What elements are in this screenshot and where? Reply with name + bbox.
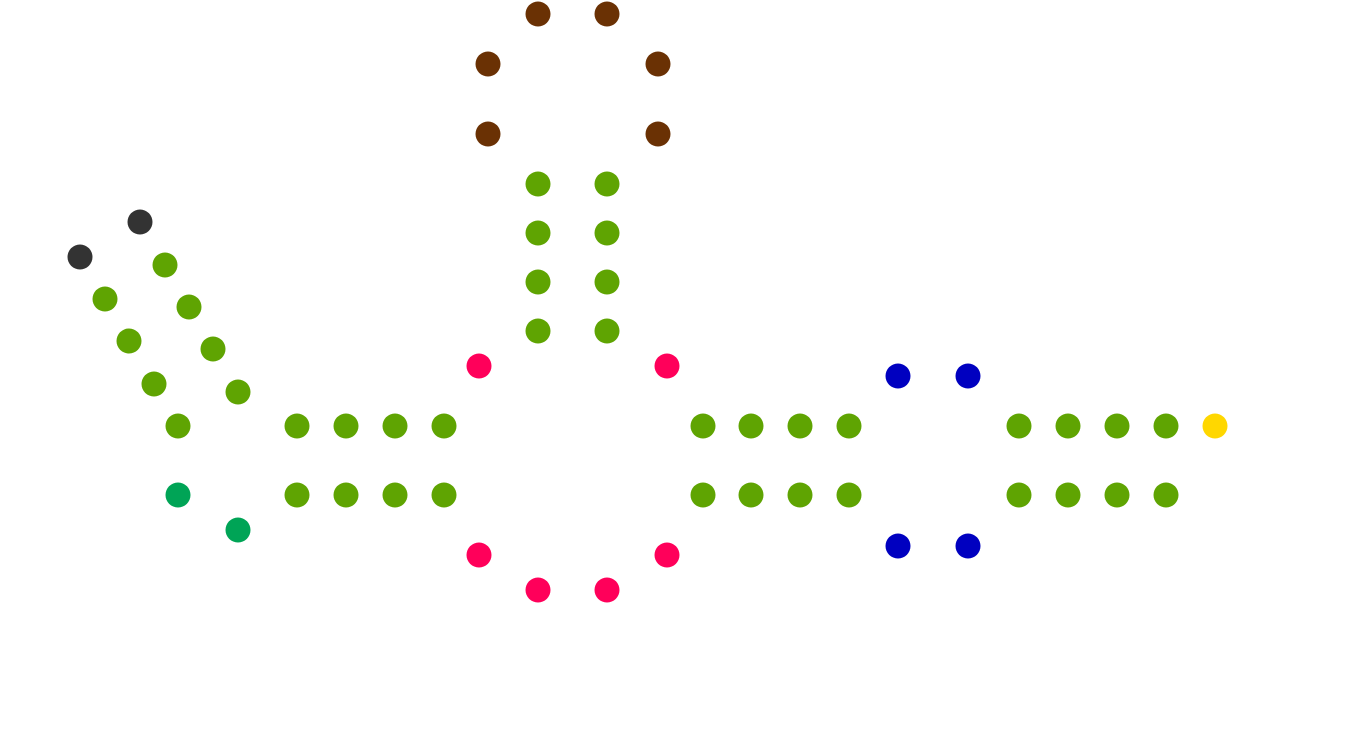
blue-peg[interactable]: [885, 533, 911, 559]
dark-gray-peg[interactable]: [127, 209, 153, 235]
track-hole[interactable]: [284, 482, 310, 508]
blue-peg[interactable]: [955, 533, 981, 559]
blue-peg[interactable]: [885, 363, 911, 389]
yellow-peg[interactable]: [1202, 413, 1228, 439]
track-hole[interactable]: [1055, 482, 1081, 508]
track-hole[interactable]: [525, 269, 551, 295]
track-hole[interactable]: [200, 336, 226, 362]
track-hole[interactable]: [1006, 413, 1032, 439]
track-hole[interactable]: [594, 269, 620, 295]
track-hole[interactable]: [525, 220, 551, 246]
red-peg[interactable]: [654, 353, 680, 379]
track-hole[interactable]: [1055, 413, 1081, 439]
track-hole[interactable]: [431, 413, 457, 439]
track-hole[interactable]: [284, 413, 310, 439]
track-hole[interactable]: [690, 482, 716, 508]
track-hole[interactable]: [836, 413, 862, 439]
track-hole[interactable]: [525, 171, 551, 197]
brown-peg[interactable]: [645, 51, 671, 77]
track-hole[interactable]: [92, 286, 118, 312]
brown-peg[interactable]: [594, 1, 620, 27]
brown-pegs: [475, 1, 671, 147]
red-peg[interactable]: [654, 542, 680, 568]
track-hole[interactable]: [1104, 413, 1130, 439]
red-peg[interactable]: [466, 542, 492, 568]
green-peg[interactable]: [225, 517, 251, 543]
track-hole[interactable]: [787, 413, 813, 439]
track-hole[interactable]: [594, 318, 620, 344]
green-pegs: [165, 482, 251, 543]
track-hole[interactable]: [1104, 482, 1130, 508]
blue-pegs: [885, 363, 981, 559]
blue-peg[interactable]: [955, 363, 981, 389]
track-hole[interactable]: [738, 482, 764, 508]
red-peg[interactable]: [594, 577, 620, 603]
red-peg[interactable]: [466, 353, 492, 379]
track-hole[interactable]: [431, 482, 457, 508]
track-hole[interactable]: [836, 482, 862, 508]
track-hole[interactable]: [382, 482, 408, 508]
track-hole[interactable]: [382, 413, 408, 439]
track-hole[interactable]: [333, 413, 359, 439]
track-hole[interactable]: [787, 482, 813, 508]
track-hole[interactable]: [333, 482, 359, 508]
track-holes: [92, 171, 1179, 508]
track-hole[interactable]: [1153, 482, 1179, 508]
track-hole[interactable]: [225, 379, 251, 405]
track-hole[interactable]: [690, 413, 716, 439]
green-peg[interactable]: [165, 482, 191, 508]
dark-gray-pegs: [67, 209, 153, 270]
track-hole[interactable]: [116, 328, 142, 354]
track-hole[interactable]: [141, 371, 167, 397]
brown-peg[interactable]: [475, 51, 501, 77]
track-hole[interactable]: [525, 318, 551, 344]
track-hole[interactable]: [1006, 482, 1032, 508]
track-hole[interactable]: [165, 413, 191, 439]
brown-peg[interactable]: [645, 121, 671, 147]
track-hole[interactable]: [594, 171, 620, 197]
track-hole[interactable]: [152, 252, 178, 278]
brown-peg[interactable]: [525, 1, 551, 27]
red-pegs: [466, 353, 680, 603]
red-peg[interactable]: [525, 577, 551, 603]
dark-gray-peg[interactable]: [67, 244, 93, 270]
track-hole[interactable]: [738, 413, 764, 439]
track-hole[interactable]: [176, 294, 202, 320]
brown-peg[interactable]: [475, 121, 501, 147]
yellow-pegs: [1202, 413, 1228, 439]
track-hole[interactable]: [1153, 413, 1179, 439]
track-hole[interactable]: [594, 220, 620, 246]
